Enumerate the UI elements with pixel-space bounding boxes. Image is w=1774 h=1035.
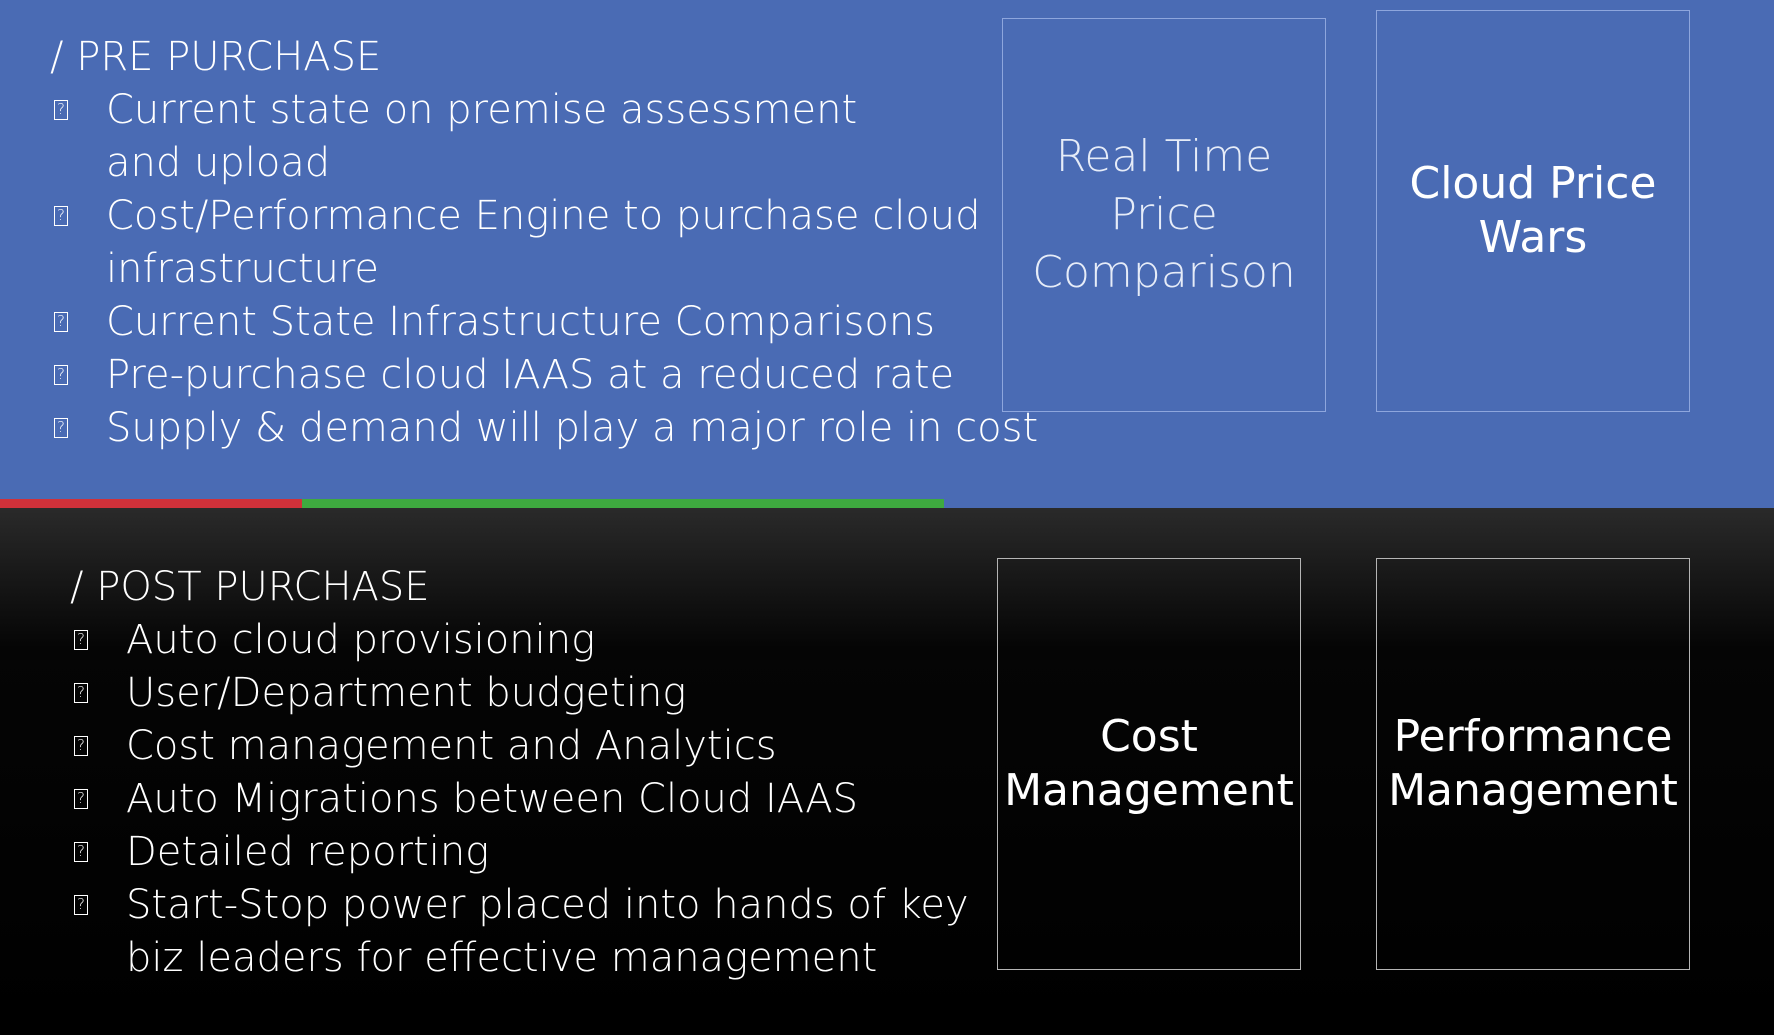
- list-item: Cost management and Analytics: [70, 720, 970, 773]
- pre-purchase-title: / PRE PURCHASE: [50, 34, 382, 80]
- missing-glyph-icon: [74, 895, 88, 915]
- tile-label: Cloud Price Wars: [1409, 158, 1657, 263]
- real-time-price-comparison-tile[interactable]: Real Time Price Comparison: [1002, 18, 1326, 412]
- list-item-text: Auto Migrations between Cloud IAAS: [126, 776, 859, 822]
- missing-glyph-icon: [54, 312, 68, 332]
- pre-purchase-list: Current state on premise assessment and …: [50, 84, 1038, 455]
- list-item-text: Supply & demand will play a major role i…: [106, 405, 1039, 451]
- accent-bar-red: [0, 499, 302, 508]
- list-item: Current state on premise assessment and …: [50, 84, 936, 190]
- missing-glyph-icon: [54, 418, 68, 438]
- missing-glyph-icon: [74, 736, 88, 756]
- post-purchase-title: / POST PURCHASE: [70, 564, 430, 610]
- tile-label: Cost Management: [1004, 711, 1294, 816]
- cost-management-tile[interactable]: Cost Management: [997, 558, 1301, 970]
- list-item-text: Auto cloud provisioning: [126, 617, 596, 663]
- tile-label: Performance Management: [1388, 711, 1678, 816]
- missing-glyph-icon: [74, 842, 88, 862]
- cloud-price-wars-tile[interactable]: Cloud Price Wars: [1376, 10, 1690, 412]
- list-item: Detailed reporting: [70, 826, 970, 879]
- post-purchase-panel: [0, 508, 1774, 1035]
- list-item-text: Start-Stop power placed into hands of ke…: [126, 882, 969, 981]
- tile-label: Real Time Price Comparison: [1032, 131, 1296, 298]
- missing-glyph-icon: [74, 683, 88, 703]
- list-item-text: User/Department budgeting: [126, 670, 687, 716]
- list-item: Current State Infrastructure Comparisons: [50, 296, 1036, 349]
- list-item-text: Cost management and Analytics: [126, 723, 777, 769]
- list-item: Supply & demand will play a major role i…: [50, 402, 1039, 455]
- missing-glyph-icon: [54, 206, 68, 226]
- list-item: Pre-purchase cloud IAAS at a reduced rat…: [50, 349, 1036, 402]
- pre-purchase-panel: [0, 0, 1774, 508]
- list-item: Cost/Performance Engine to purchase clou…: [50, 190, 986, 296]
- accent-bar-green: [302, 499, 944, 508]
- missing-glyph-icon: [54, 365, 68, 385]
- list-item-text: Current State Infrastructure Comparisons: [106, 299, 936, 345]
- list-item-text: Pre-purchase cloud IAAS at a reduced rat…: [106, 352, 955, 398]
- list-item-text: Cost/Performance Engine to purchase clou…: [106, 193, 981, 292]
- list-item: User/Department budgeting: [70, 667, 970, 720]
- list-item: Start-Stop power placed into hands of ke…: [70, 879, 986, 985]
- list-item-text: Current state on premise assessment and …: [106, 87, 858, 186]
- missing-glyph-icon: [54, 100, 68, 120]
- missing-glyph-icon: [74, 789, 88, 809]
- post-purchase-list: Auto cloud provisioning User/Department …: [70, 614, 970, 985]
- missing-glyph-icon: [74, 630, 88, 650]
- list-item: Auto Migrations between Cloud IAAS: [70, 773, 970, 826]
- post-purchase-section: / POST PURCHASE Auto cloud provisioning …: [70, 560, 970, 985]
- list-item: Auto cloud provisioning: [70, 614, 970, 667]
- pre-purchase-section: / PRE PURCHASE Current state on premise …: [50, 30, 1038, 455]
- list-item-text: Detailed reporting: [126, 829, 490, 875]
- performance-management-tile[interactable]: Performance Management: [1376, 558, 1690, 970]
